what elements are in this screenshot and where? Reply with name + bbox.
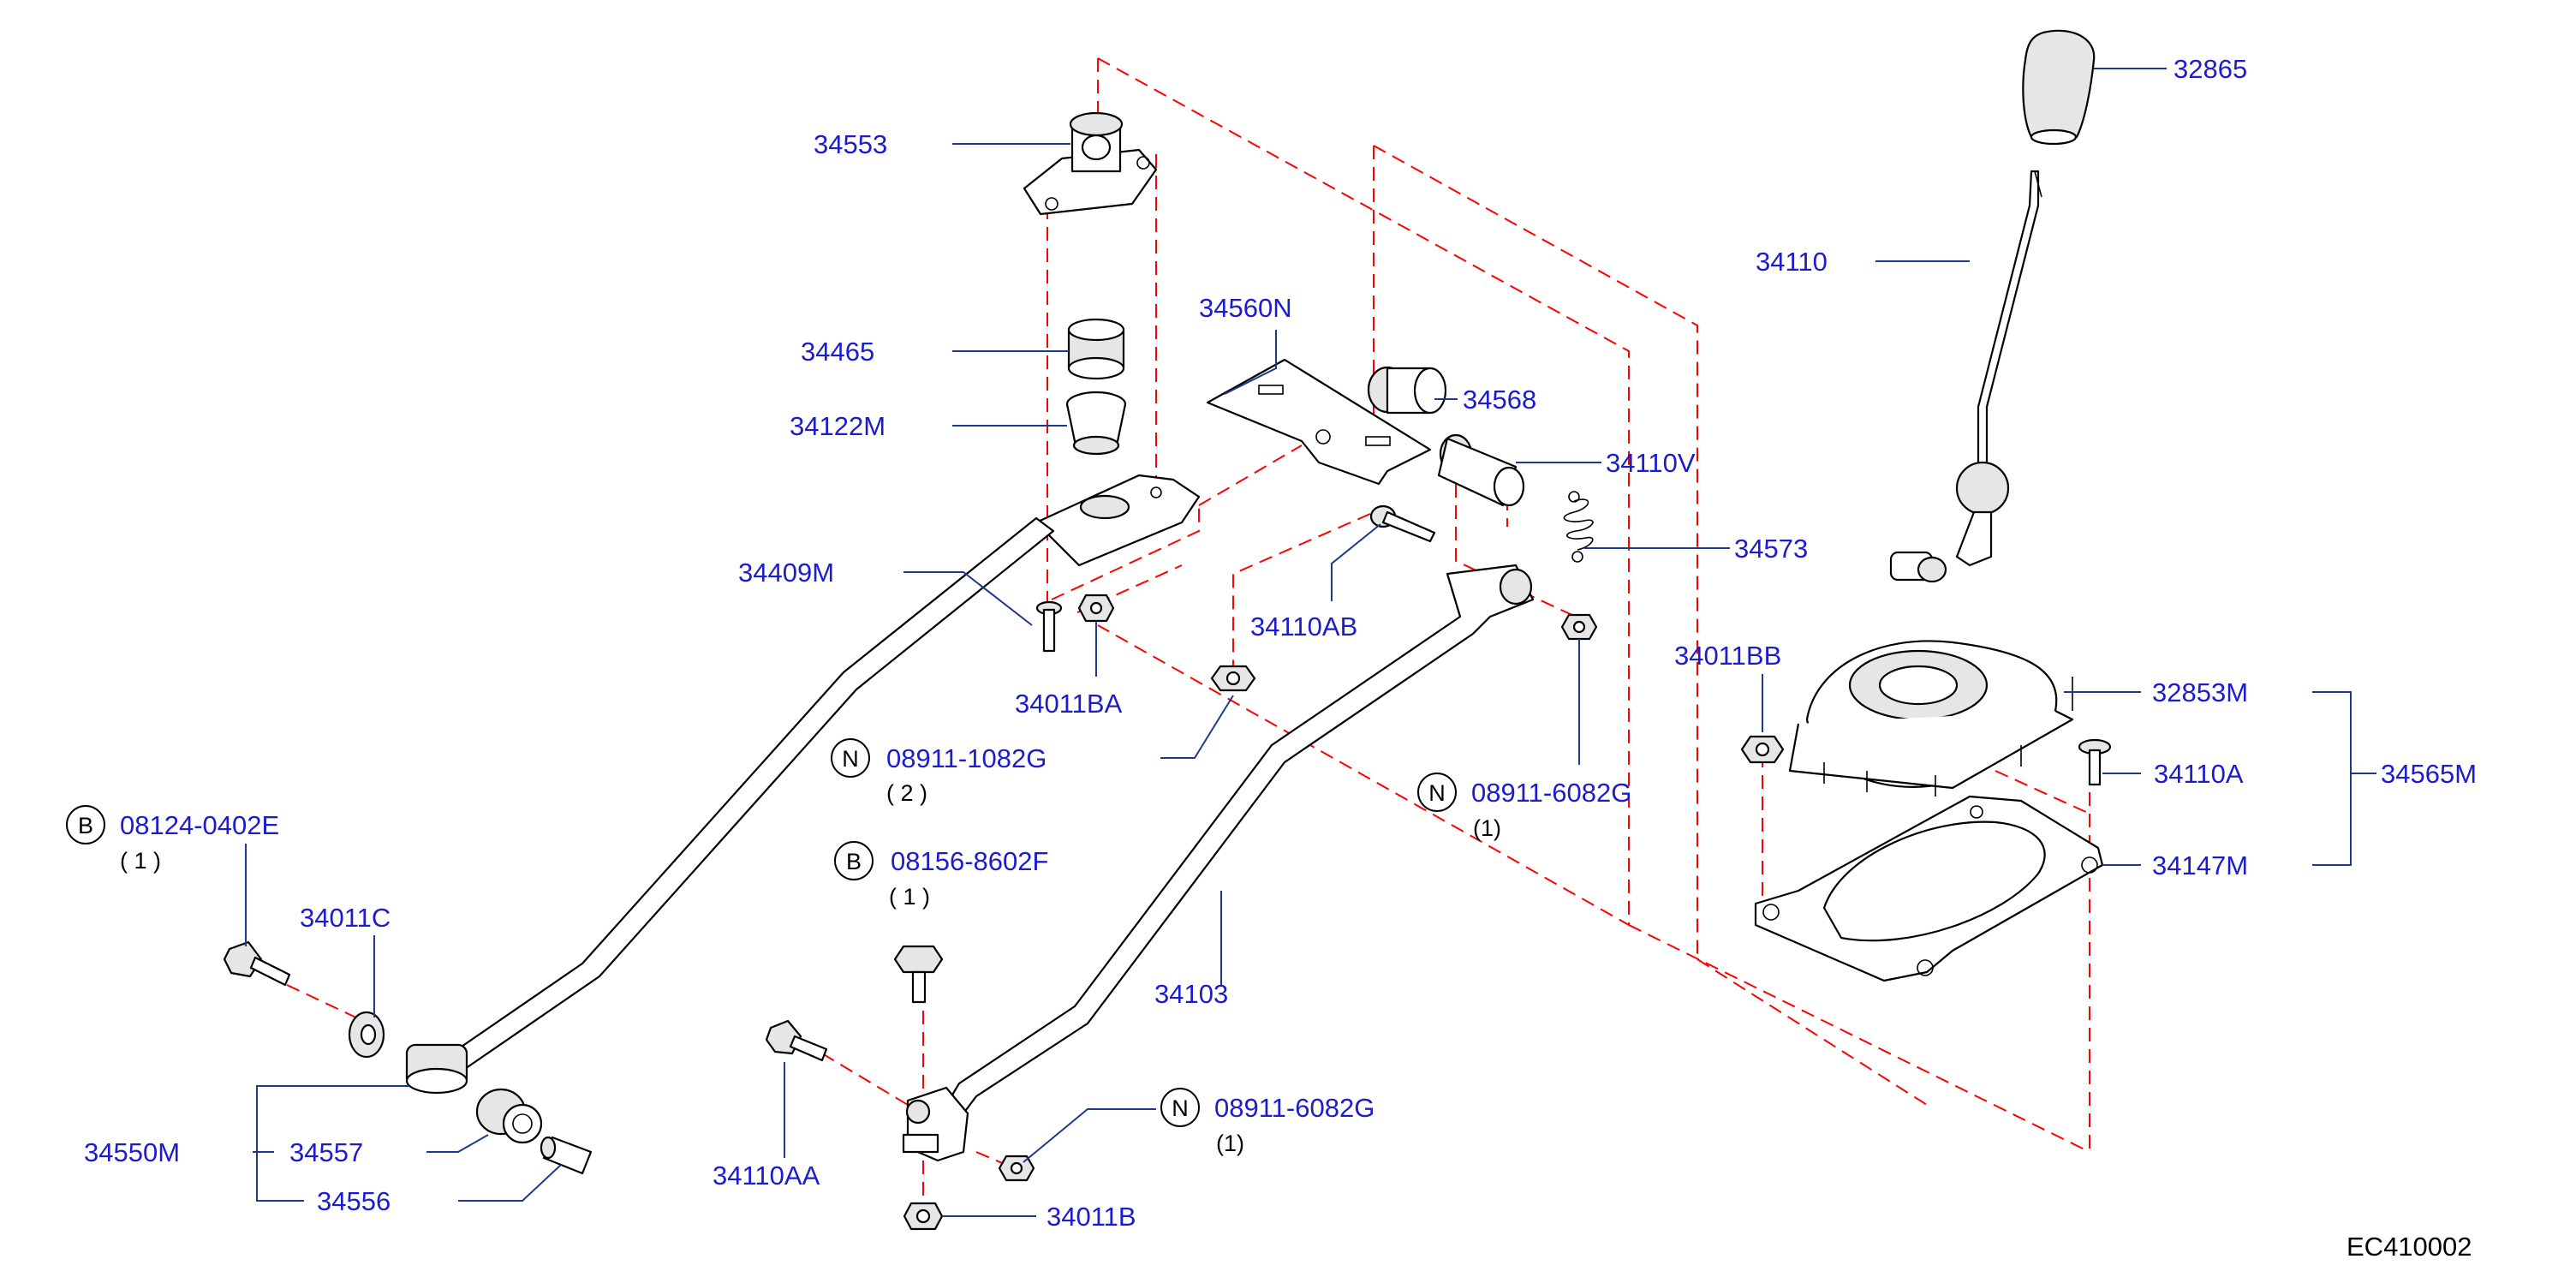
support-rod-shape [405, 474, 1201, 1095]
svg-text:B: B [78, 813, 93, 838]
symbol-circles: N N N B B [66, 738, 1457, 1127]
label-34550m[interactable]: 34550M [84, 1137, 180, 1167]
label-34560n[interactable]: 34560N [1199, 293, 1292, 323]
shift-lever-shape [1889, 170, 2042, 583]
base-plate-shape [1754, 795, 2104, 982]
bolt-34110a-shape [2078, 738, 2112, 786]
label-34147m[interactable]: 34147M [2152, 850, 2248, 880]
control-rod-shape [902, 564, 1535, 1162]
nut-34011ba-shape [1077, 594, 1115, 623]
label-34556[interactable]: 34556 [317, 1186, 391, 1216]
bolt-34110aa-shape [765, 1019, 828, 1062]
label-34011b[interactable]: 34011B [1046, 1202, 1136, 1232]
seat-34122m-shape [1065, 391, 1127, 456]
label-34110v[interactable]: 34110V [1606, 448, 1696, 478]
label-34110[interactable]: 34110 [1756, 247, 1828, 277]
nut-08911-1082g-shape [1210, 665, 1256, 692]
svg-text:B: B [846, 849, 862, 874]
label-34110a[interactable]: 34110A [2154, 759, 2244, 789]
nut-34011bb-shape [1740, 735, 1785, 764]
part-shapes [223, 29, 2112, 1231]
pin-34556-shape [540, 1136, 593, 1175]
b-symbol-0402e: B [66, 805, 105, 844]
n-symbol-6082g-lower: N [1160, 1088, 1200, 1127]
nut-08911-6082g-lower-shape [998, 1155, 1035, 1182]
qty-08911-6082g-lower: (1) [1216, 1131, 1244, 1156]
qty-08911-6082g-upper: (1) [1473, 815, 1501, 841]
washer-34011c-shape [348, 1011, 385, 1059]
diagram-code: EC410002 [2346, 1232, 2472, 1262]
label-08911-6082g-upper[interactable]: 08911-6082G [1471, 778, 1631, 808]
label-34409m[interactable]: 34409M [738, 558, 834, 588]
label-32853m[interactable]: 32853M [2152, 677, 2248, 707]
part-labels: 32865 34110 34553 34465 34122M 34409M 34… [84, 54, 2477, 1262]
spring-34573-shape [1563, 491, 1594, 563]
label-34122m[interactable]: 34122M [790, 411, 886, 441]
label-08124-0402e[interactable]: 08124-0402E [120, 810, 279, 840]
label-08911-6082g-lower[interactable]: 08911-6082G [1214, 1093, 1374, 1123]
qty-08124-0402e: ( 1 ) [120, 848, 161, 874]
label-34573[interactable]: 34573 [1734, 534, 1808, 564]
label-32865[interactable]: 32865 [2174, 54, 2247, 84]
svg-text:N: N [842, 746, 859, 772]
label-34110ab[interactable]: 34110AB [1250, 612, 1357, 641]
leader-lines [245, 68, 2376, 1217]
nut-08911-6082g-upper-shape [1560, 613, 1598, 641]
alignment-lines [286, 57, 2090, 1208]
b-symbol-8602f: B [834, 841, 874, 880]
label-34011bb[interactable]: 34011BB [1674, 641, 1781, 671]
bushing-34465-shape [1067, 318, 1125, 380]
qty-08911-1082g: ( 2 ) [886, 780, 927, 806]
boot-cover-shape [1788, 640, 2074, 797]
label-34557[interactable]: 34557 [289, 1137, 363, 1167]
bolt-08156-8602f-shape [893, 945, 944, 1004]
label-34465[interactable]: 34465 [801, 337, 874, 367]
bracket-34560n-shape [1206, 358, 1432, 486]
label-34103[interactable]: 34103 [1154, 979, 1228, 1009]
bolt-34110ab-shape [1369, 504, 1436, 543]
cushion-34568-shape [1367, 366, 1447, 415]
bushing-34557-shape [475, 1088, 543, 1144]
label-34568[interactable]: 34568 [1463, 385, 1536, 415]
bolt-08124-0402e-shape [223, 940, 291, 987]
bolt-34409m-shape [1035, 600, 1063, 653]
label-34110aa[interactable]: 34110AA [713, 1161, 820, 1190]
shift-knob-shape [2022, 29, 2096, 146]
svg-text:N: N [1428, 780, 1446, 806]
label-08911-1082g[interactable]: 08911-1082G [886, 743, 1046, 773]
label-34011ba[interactable]: 34011BA [1015, 689, 1123, 719]
n-symbol-6082g-upper: N [1417, 773, 1457, 812]
label-34565m[interactable]: 34565M [2381, 759, 2477, 789]
nut-34011b-shape [903, 1202, 944, 1231]
label-34011c[interactable]: 34011C [300, 903, 391, 933]
qty-08156-8602f: ( 1 ) [889, 884, 930, 910]
label-34553[interactable]: 34553 [814, 129, 887, 159]
svg-text:N: N [1172, 1095, 1189, 1121]
bushing-housing-shape [1023, 111, 1158, 216]
n-symbol-1082g: N [831, 738, 870, 778]
sleeve-34110v-shape [1437, 433, 1525, 507]
label-08156-8602f[interactable]: 08156-8602F [891, 846, 1048, 876]
